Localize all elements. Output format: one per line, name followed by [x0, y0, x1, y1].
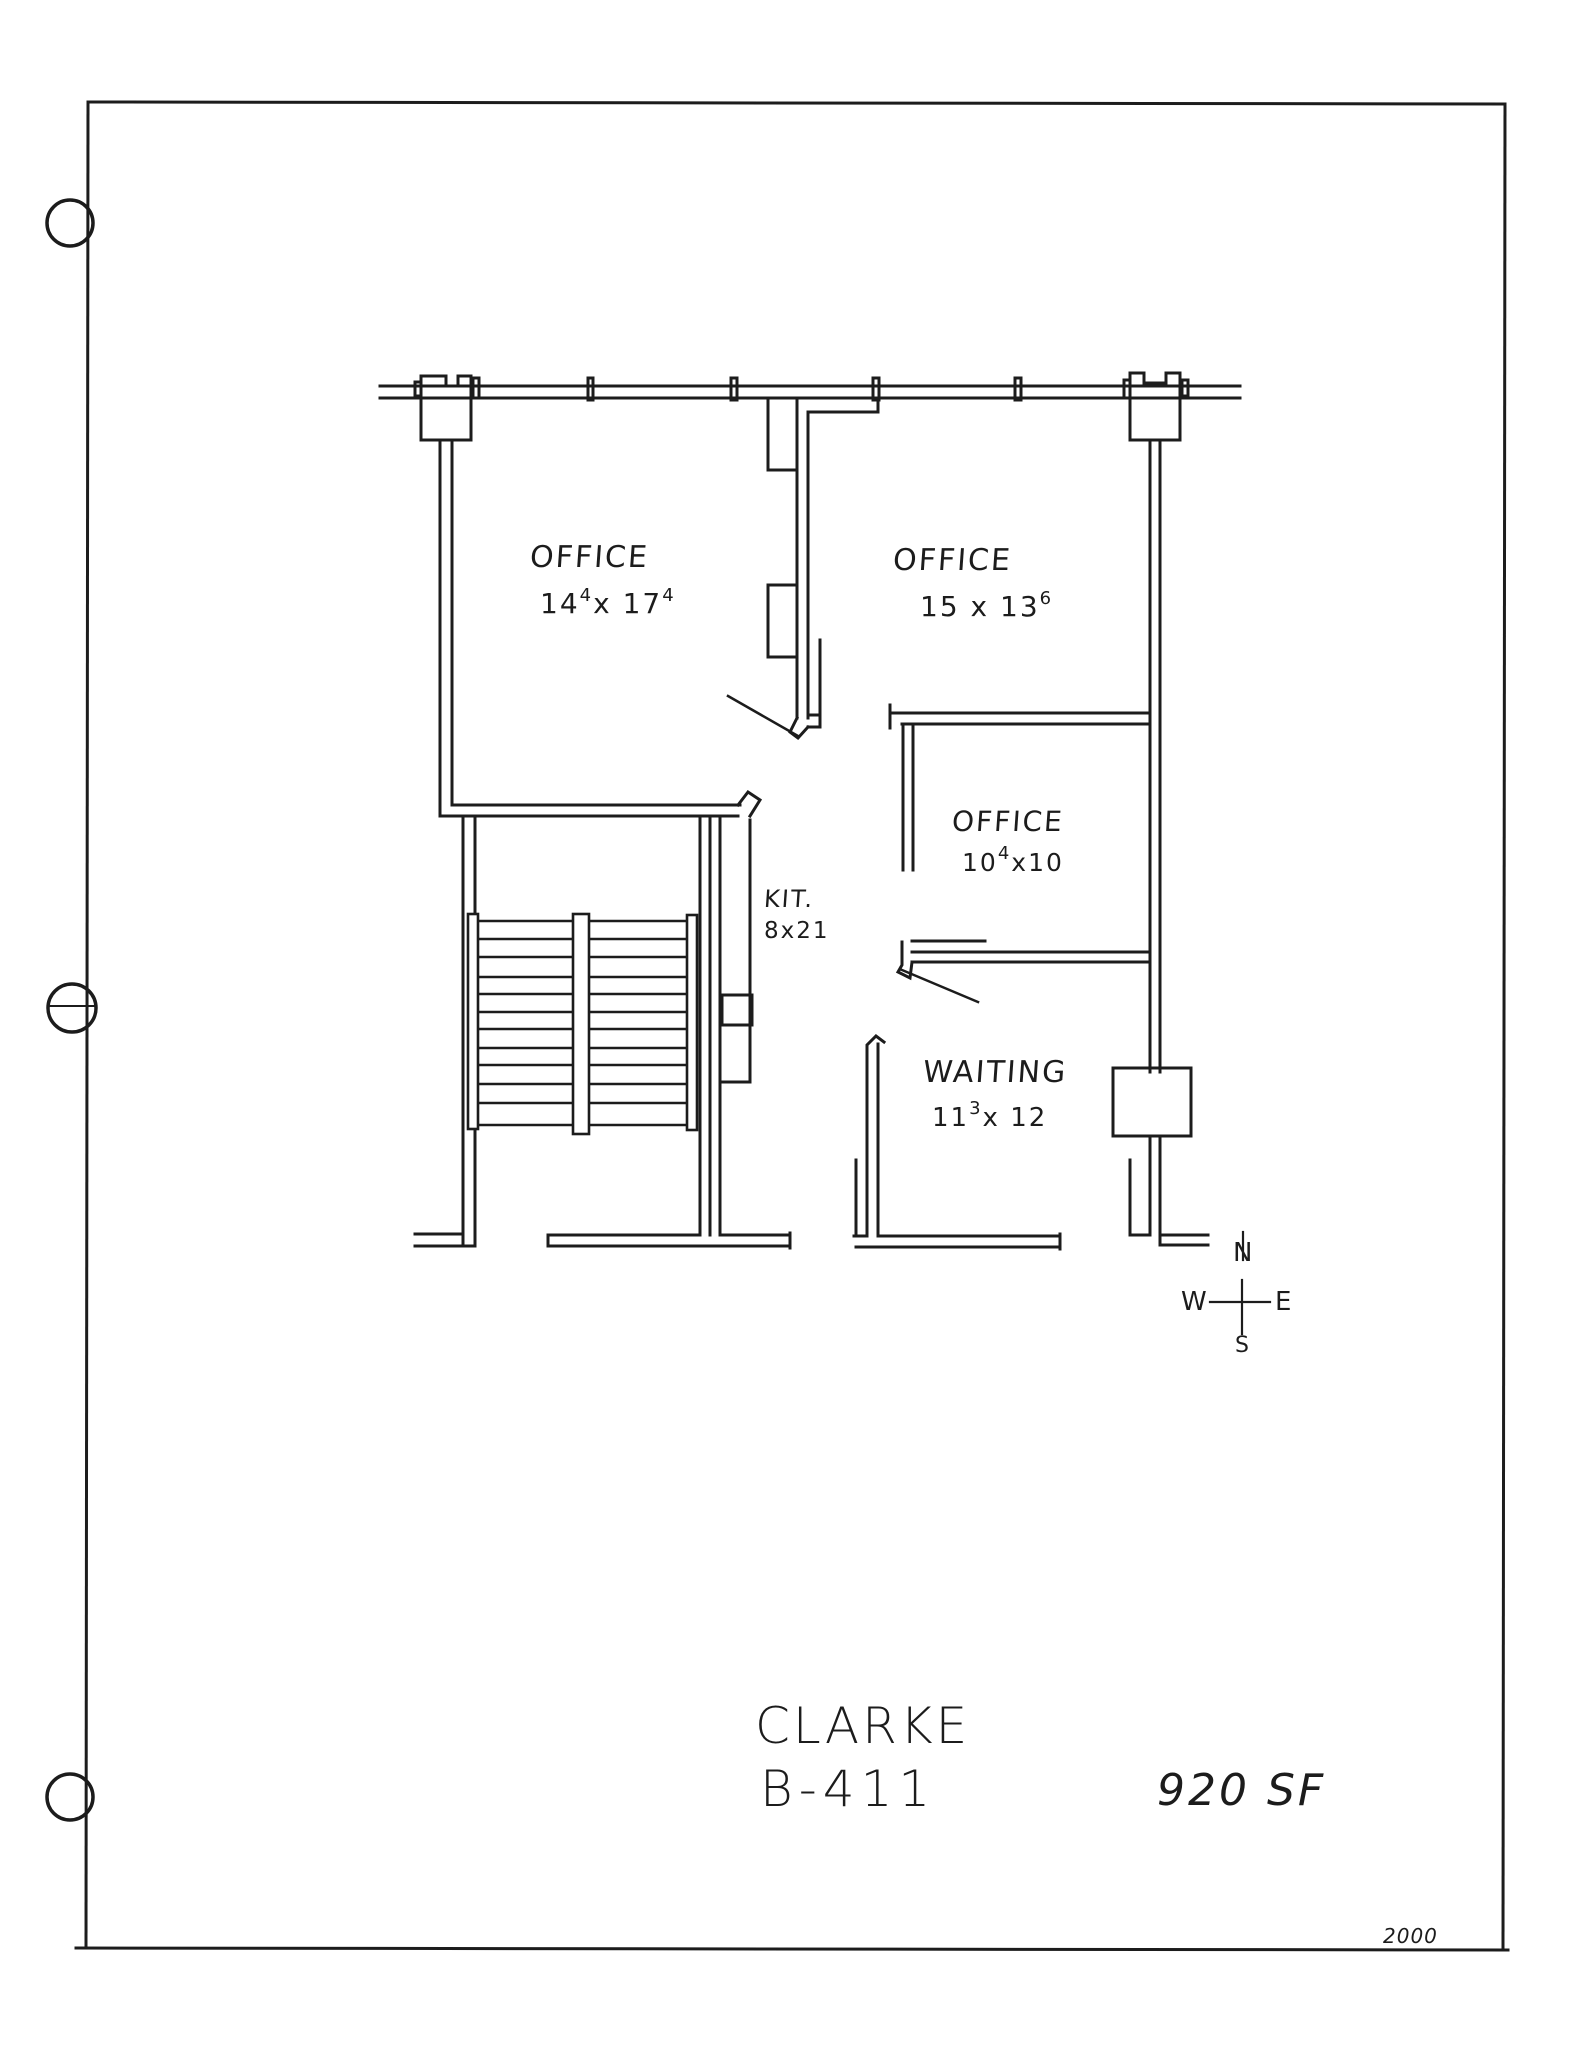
- stair-walls: [461, 814, 754, 1247]
- room-dimensions-office-ne: 15 x 136: [920, 588, 1053, 623]
- room-label-office-small: OFFICE: [950, 805, 1065, 838]
- dim-a-inches: 3: [969, 1098, 983, 1119]
- dim-a-inches: 4: [579, 585, 594, 606]
- compass-south-label: S: [1235, 1333, 1251, 1358]
- compass-north-label: N: [1233, 1238, 1255, 1268]
- office-nw-walls: [438, 438, 763, 819]
- dim-separator: x: [970, 590, 990, 623]
- room-label-office-nw: OFFICE: [528, 540, 651, 575]
- waiting-west-wall: [854, 1034, 887, 1237]
- room-label-kitchen: KIT.: [763, 885, 816, 913]
- south-wall-segments: [413, 1231, 1062, 1251]
- compass-east-label: E: [1275, 1287, 1294, 1317]
- kitchen-sink-icon: [720, 993, 752, 1027]
- dim-separator: x: [1011, 848, 1029, 877]
- dim-a-inches: 4: [997, 843, 1012, 864]
- office-partition-north: [726, 396, 880, 741]
- dim-a: 10: [962, 848, 998, 877]
- dim-separator: x: [780, 918, 797, 944]
- room-label-office-ne: OFFICE: [891, 543, 1014, 578]
- dim-b: 17: [622, 587, 663, 620]
- dim-b: 13: [1000, 590, 1040, 623]
- room-dimensions-waiting: 113x 12: [932, 1098, 1047, 1133]
- dim-a: 15: [920, 590, 960, 623]
- dim-a: 8: [764, 918, 781, 944]
- binder-hole-icon: [45, 1772, 95, 1822]
- compass-rose-icon: [1208, 1230, 1272, 1336]
- room-dimensions-office-nw: 144x 174: [540, 585, 676, 620]
- column-east: [1122, 371, 1190, 442]
- dim-b: 10: [1028, 848, 1064, 877]
- binder-holes: [45, 198, 98, 1822]
- floor-area: 920 SF: [1157, 1765, 1327, 1816]
- dim-b-inches: 4: [662, 585, 676, 606]
- suite-number: B-411: [760, 1760, 937, 1818]
- room-dimensions-kitchen: 8x21: [764, 918, 830, 944]
- room-label-waiting: WAITING: [921, 1055, 1069, 1090]
- dim-separator: x: [593, 587, 612, 620]
- dim-b: 12: [1010, 1103, 1048, 1133]
- stair-treads: [466, 912, 699, 1136]
- north-exterior-wall: [378, 376, 1242, 402]
- column-west: [413, 374, 481, 442]
- page-border: [74, 100, 1510, 1952]
- stair-center-rail: [571, 912, 591, 1136]
- tenant-name: CLARKE: [755, 1697, 971, 1755]
- dim-b: 21: [796, 918, 830, 944]
- compass-west-label: W: [1181, 1287, 1209, 1317]
- dim-separator: x: [982, 1103, 1000, 1133]
- dim-a: 11: [932, 1103, 970, 1133]
- dim-a: 14: [540, 587, 580, 620]
- binder-hole-icon: [46, 982, 98, 1034]
- room-dimensions-office-small: 104x10: [962, 843, 1064, 877]
- office-small-south-wall: [895, 939, 1152, 1004]
- office-ne-south-wall: [888, 703, 1152, 872]
- east-exterior-wall: [1111, 438, 1210, 1247]
- structural-column-box: [1111, 1066, 1193, 1138]
- footer-number: 2000: [1383, 1924, 1438, 1948]
- binder-hole-icon: [45, 198, 95, 248]
- dim-b-inches: 6: [1039, 588, 1054, 609]
